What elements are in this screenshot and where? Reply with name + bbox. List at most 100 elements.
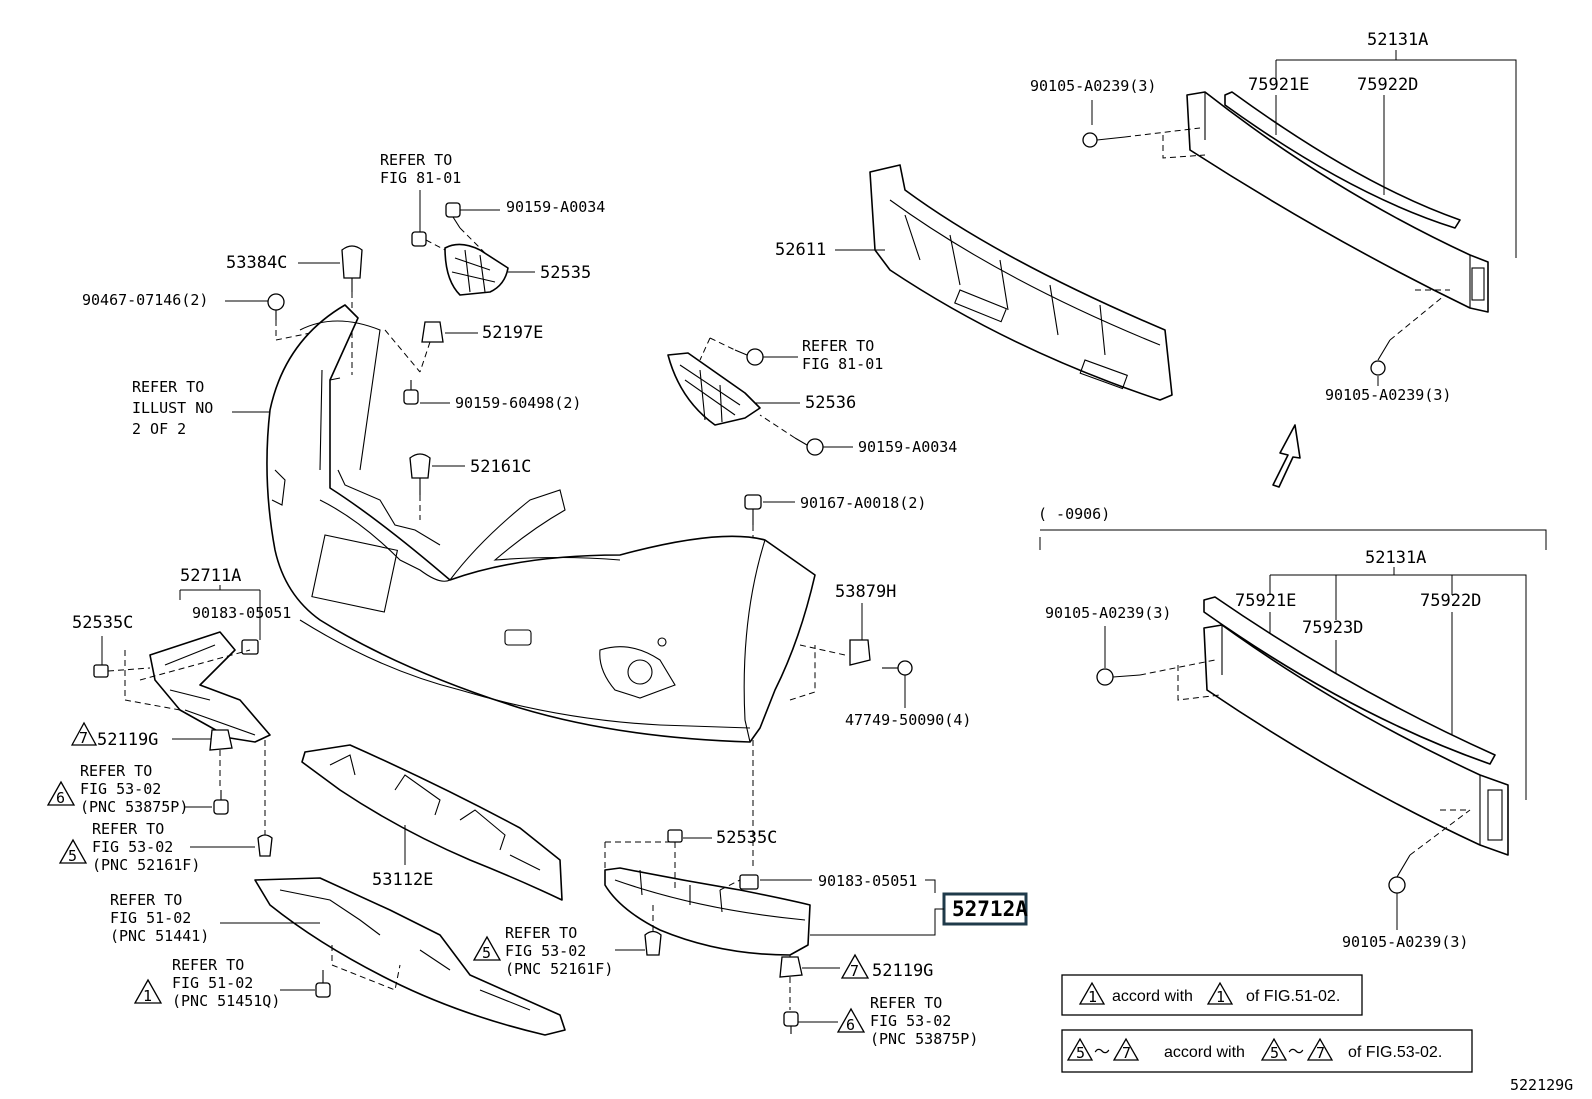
part-number-90159-A0034-a: 90159-A0034: [506, 198, 605, 216]
bolt-icon: [315, 970, 331, 998]
bolt-icon: [783, 1011, 799, 1034]
svg-text:6: 6: [56, 789, 65, 807]
warning-badge-7: 7: [70, 721, 98, 747]
part-number-52119G-a: 52119G: [97, 730, 158, 750]
clip-icon: [267, 293, 285, 320]
refer-to-fig-51-02-a-line1: REFER TO: [110, 891, 182, 909]
svg-text:1: 1: [143, 987, 152, 1005]
reinforcement-bottom: [1203, 596, 1509, 856]
warning-badge-1: 1: [133, 978, 163, 1005]
part-number-90183-05051-b: 90183-05051: [818, 872, 917, 890]
bolt-icon: [1370, 339, 1391, 376]
bolt-icon: [403, 380, 419, 405]
svg-text:5: 5: [68, 847, 77, 865]
svg-text:5: 5: [482, 944, 491, 962]
part-number-53879H: 53879H: [835, 582, 896, 602]
part-number-75923D: 75923D: [1302, 618, 1363, 638]
part-number-52161C: 52161C: [470, 457, 531, 477]
svg-text:7: 7: [1316, 1044, 1325, 1062]
refer-to-fig-81-01-b-line2: FIG 81-01: [802, 355, 883, 373]
refer-to-fig-53-02-b-line1: REFER TO: [92, 820, 164, 838]
clip-icon: [779, 956, 803, 978]
refer-to-fig-53-02-d-line2: FIG 53-02: [870, 1012, 951, 1030]
clip-icon: [421, 321, 444, 343]
svg-text:〜: 〜: [1288, 1044, 1304, 1061]
part-number-52535: 52535: [540, 263, 591, 283]
refer-to-illust-line2: ILLUST NO: [132, 399, 213, 417]
svg-text:1: 1: [1088, 988, 1097, 1006]
bolt-icon: [1388, 854, 1411, 894]
refer-to-fig-53-02-b-line3: (PNC 52161F): [92, 856, 200, 874]
refer-to-fig-53-02-c-line2: FIG 53-02: [505, 942, 586, 960]
refer-to-fig-81-01-b-line1: REFER TO: [802, 337, 874, 355]
part-number-52131A-bottom: 52131A: [1365, 548, 1426, 568]
clip-icon: [739, 874, 759, 890]
screw-icon: [882, 660, 913, 676]
part-number-90183-05051-a: 90183-05051: [192, 604, 291, 622]
svg-text:7: 7: [850, 962, 859, 980]
refer-to-fig-81-01-a-line2: FIG 81-01: [380, 169, 461, 187]
svg-text:7: 7: [1122, 1044, 1131, 1062]
svg-text:accord with: accord with: [1112, 988, 1193, 1005]
part-number-52611: 52611: [775, 240, 826, 260]
part-number-75921E-bottom: 75921E: [1235, 591, 1296, 611]
part-number-90105-A0239-bottom-a: 90105-A0239(3): [1045, 604, 1171, 622]
part-number-90159-60498: 90159-60498(2): [455, 394, 581, 412]
refer-to-fig-53-02-a-line1: REFER TO: [80, 762, 152, 780]
svg-text:6: 6: [846, 1016, 855, 1034]
refer-to-fig-53-02-a-line2: FIG 53-02: [80, 780, 161, 798]
refer-to-fig-53-02-d-line1: REFER TO: [870, 994, 942, 1012]
warning-badge-7-bottom: 7: [840, 953, 870, 980]
svg-text:5: 5: [1270, 1044, 1279, 1062]
part-number-75922D-bottom: 75922D: [1420, 591, 1481, 611]
lower-cover-53112E: [301, 744, 563, 901]
bracket-52536: [667, 352, 761, 426]
clip-icon: [209, 729, 233, 751]
clip-icon: [644, 930, 662, 956]
clip-icon: [241, 639, 259, 655]
warning-badge-5: 5: [58, 838, 88, 865]
bracket-52535: [444, 243, 509, 296]
part-number-90105-A0239-top-a: 90105-A0239(3): [1030, 77, 1156, 95]
part-number-52535C-b: 52535C: [716, 828, 777, 848]
svg-text:accord with: accord with: [1164, 1044, 1245, 1061]
refer-to-illust-line3: 2 OF 2: [132, 420, 186, 438]
engine-under-cover: [254, 877, 566, 1036]
svg-text:of FIG.51-02.: of FIG.51-02.: [1246, 988, 1340, 1005]
date-range-label: ( -0906): [1038, 505, 1110, 523]
part-number-52535C-a: 52535C: [72, 613, 133, 633]
bolt-icon: [734, 348, 764, 366]
lower-spoiler-52712A: [604, 867, 811, 956]
part-number-90105-A0239-top-b: 90105-A0239(3): [1325, 386, 1451, 404]
part-number-52119G-b: 52119G: [872, 961, 933, 981]
note-box-2: 5 〜 7 accord with 5 〜 7 of FIG.53-02.: [1061, 1029, 1473, 1073]
refer-to-fig-51-02-b-line3: (PNC 51451Q): [172, 992, 280, 1010]
svg-text:5: 5: [1076, 1044, 1085, 1062]
refer-to-fig-51-02-a-line3: (PNC 51441): [110, 927, 209, 945]
bracket-52711A: [149, 631, 271, 743]
refer-to-illust-line1: REFER TO: [132, 378, 204, 396]
svg-text:1: 1: [1216, 988, 1225, 1006]
bolt-icon: [794, 437, 824, 456]
svg-text:〜: 〜: [1094, 1044, 1110, 1061]
refer-to-fig-53-02-b-line2: FIG 53-02: [92, 838, 173, 856]
bolt-icon: [744, 494, 762, 525]
refer-to-fig-81-01-a-line1: REFER TO: [380, 151, 452, 169]
part-number-75922D-top: 75922D: [1357, 75, 1418, 95]
bolt-icon: [1082, 132, 1126, 148]
part-number-75921E-top: 75921E: [1248, 75, 1309, 95]
refer-to-fig-53-02-c-line1: REFER TO: [505, 924, 577, 942]
bolt-icon: [213, 790, 229, 815]
warning-badge-6-bottom: 6: [836, 1007, 866, 1034]
part-number-90167-A0018: 90167-A0018(2): [800, 494, 926, 512]
part-number-53384C: 53384C: [226, 253, 287, 273]
refer-to-fig-51-02-a-line2: FIG 51-02: [110, 909, 191, 927]
clip-icon: [257, 834, 273, 857]
part-number-90105-A0239-bottom-b: 90105-A0239(3): [1342, 933, 1468, 951]
part-number-52536: 52536: [805, 393, 856, 413]
arrow-up-icon: [1272, 424, 1301, 488]
bolt-icon: [445, 202, 461, 229]
figure-id: 522129G: [1510, 1076, 1573, 1094]
part-number-52131A-top: 52131A: [1367, 30, 1428, 50]
